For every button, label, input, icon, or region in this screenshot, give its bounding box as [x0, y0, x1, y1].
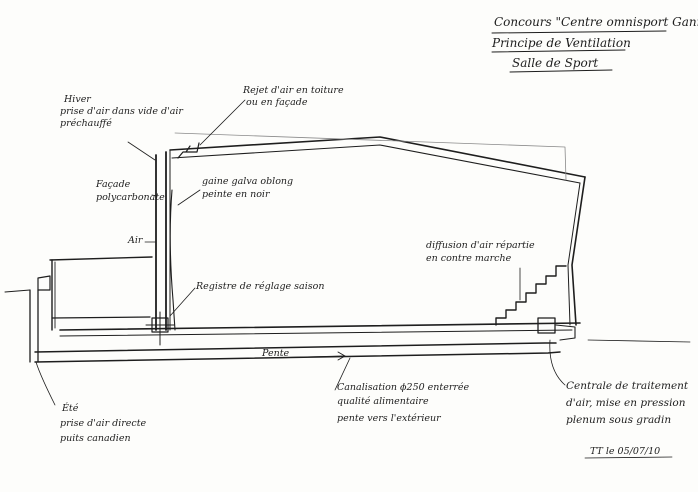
leader-ete	[35, 361, 56, 406]
label-hiver-2: prise d'air dans vide d'air	[60, 106, 183, 117]
title-underline-3	[509, 69, 613, 73]
label-ete-1: Été	[62, 403, 79, 414]
right-wall-inner	[567, 182, 581, 326]
signature: TT le 05/07/10	[590, 446, 661, 457]
slope-arrowhead	[337, 351, 346, 361]
label-rejet-1: Rejet d'air en toiture	[243, 85, 344, 96]
leader-facade	[151, 194, 158, 197]
label-centrale-1: Centrale de traitement	[566, 380, 689, 392]
label-canal-2: qualité alimentaire	[337, 396, 429, 407]
label-centrale-2: d'air, mise en pression	[566, 397, 686, 409]
plenum-line	[555, 324, 576, 341]
label-diffusion-1: diffusion d'air répartie	[426, 240, 535, 251]
well-pipe	[29, 289, 39, 363]
label-pente: Pente	[262, 348, 290, 359]
label-canal-1: Canalisation ϕ250 enterrée	[337, 382, 470, 393]
title-underline-1	[491, 30, 667, 34]
label-facade-2: polycarbonate	[96, 192, 165, 203]
label-canal-3: pente vers l'extérieur	[337, 413, 441, 424]
label-ete-2: prise d'air directe	[60, 418, 147, 429]
leader-gaine	[177, 189, 201, 206]
roof-line	[169, 136, 586, 178]
annex-roof	[49, 256, 153, 261]
well-intake	[37, 275, 51, 291]
label-air: Air	[128, 235, 143, 246]
floor-slab-bottom	[59, 329, 573, 337]
label-centrale-3: plenum sous gradin	[566, 414, 672, 426]
leader-centrale	[549, 339, 566, 386]
leader-registre	[169, 287, 196, 317]
roof-exhaust	[177, 142, 200, 159]
leader-rejet	[199, 99, 246, 146]
label-ete-3: puits canadien	[60, 433, 131, 444]
title-line-1: Concours "Centre omnisport Gannat"	[494, 15, 698, 29]
leader-canal	[334, 357, 351, 391]
buried-pipe-bottom	[34, 351, 561, 363]
ground-line	[4, 289, 31, 293]
register-valve-detail	[145, 311, 175, 346]
label-gaine-2: peinte en noir	[202, 189, 270, 200]
title-underline-2	[491, 49, 626, 53]
bleacher-steps	[495, 265, 567, 326]
label-gaine-1: gaine galva oblong	[202, 176, 294, 187]
register-valve	[151, 317, 169, 333]
ground-line-right	[587, 339, 691, 343]
label-rejet-2: ou en façade	[246, 97, 308, 108]
pencil-outline	[174, 132, 567, 181]
roof-line-inner	[171, 144, 581, 184]
galva-duct	[169, 189, 176, 331]
title-line-2: Principe de Ventilation	[492, 36, 631, 50]
floor-slab-top	[59, 322, 581, 331]
leader-hiver	[127, 141, 156, 161]
plenum-box	[537, 317, 556, 334]
title-line-3: Salle de Sport	[512, 56, 599, 70]
annex-floor	[51, 316, 151, 319]
label-hiver-3: préchauffé	[60, 118, 112, 129]
buried-pipe-top	[34, 342, 557, 353]
slope-arrow	[269, 355, 346, 359]
right-wall	[571, 176, 586, 326]
label-registre: Registre de réglage saison	[196, 281, 325, 292]
label-facade-1: Façade	[96, 179, 131, 190]
signature-underline	[584, 456, 673, 459]
label-diffusion-2: en contre marche	[426, 253, 512, 264]
label-hiver-1: Hiver	[64, 94, 91, 105]
